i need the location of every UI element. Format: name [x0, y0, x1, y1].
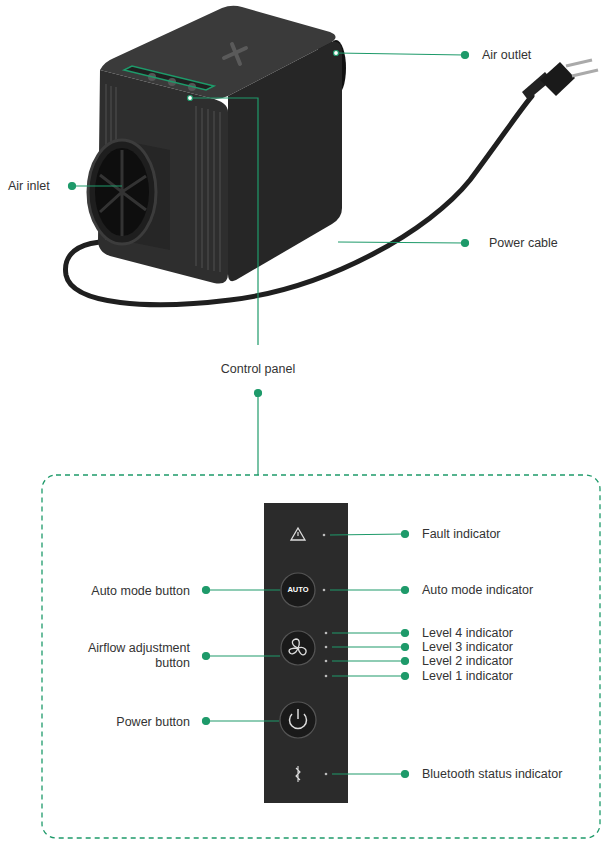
leader-dot	[203, 653, 210, 660]
callout-label: Level 1 indicator	[422, 669, 592, 684]
leader-dot	[402, 771, 409, 778]
panel-leaders	[203, 531, 409, 778]
leader-dot	[402, 673, 409, 680]
indicator-dot	[325, 646, 328, 649]
callout-frame	[42, 475, 600, 838]
leader-dot	[69, 183, 76, 190]
fault-symbol	[291, 528, 305, 540]
indicator-dot	[323, 589, 326, 592]
fin	[195, 106, 197, 266]
bluetooth-symbol	[296, 766, 300, 782]
leader-line	[330, 589, 405, 590]
leader-dot	[402, 658, 409, 665]
fin	[201, 108, 203, 268]
control-panel-strip	[264, 503, 348, 803]
callout-label: Bluetooth status indicator	[422, 767, 602, 782]
leader-line	[332, 773, 405, 774]
air-inlet	[88, 140, 156, 244]
leader-dot	[402, 587, 409, 594]
device-control-panel	[124, 66, 214, 90]
callout-label: Level 4 indicator	[422, 626, 592, 641]
leader-end	[334, 51, 339, 56]
plug-prong	[566, 60, 592, 66]
part-label: Power cable	[489, 236, 609, 251]
button-text: AUTO	[283, 585, 313, 595]
fan-symbol	[289, 639, 306, 655]
leader-dot	[402, 531, 409, 538]
fan-blade	[292, 639, 299, 648]
fin	[219, 112, 221, 272]
indicator-dot	[325, 773, 328, 776]
side-face	[228, 42, 342, 281]
callout-label: Fault indicator	[422, 527, 592, 542]
leader-line	[332, 632, 405, 633]
leader-line	[332, 660, 405, 661]
part-label: Control panel	[188, 362, 328, 377]
leader-dot	[203, 587, 210, 594]
plug-prong	[572, 70, 598, 76]
fin	[213, 111, 215, 271]
leader-dot	[462, 240, 469, 247]
logo	[224, 44, 246, 64]
fan-blade	[289, 648, 298, 654]
leader-dot	[203, 718, 210, 725]
indicator-dot	[323, 534, 326, 537]
leader-dot	[402, 644, 409, 651]
leader-line	[206, 720, 279, 721]
indicator-dot	[325, 675, 328, 678]
leader-line	[330, 534, 405, 535]
leader-line	[257, 393, 258, 475]
leader-dot	[462, 52, 469, 59]
power-symbol	[297, 709, 299, 719]
part-label: Air outlet	[482, 48, 602, 63]
leader-line	[206, 589, 280, 590]
indicator-dot	[325, 660, 328, 663]
fault-symbol	[297, 532, 298, 536]
leader-line	[190, 98, 258, 345]
power-button	[280, 702, 316, 738]
leader-dot	[255, 390, 262, 397]
leader-end	[188, 96, 193, 101]
airflow-button	[281, 631, 315, 665]
callout-label: Auto mode indicator	[422, 583, 592, 598]
callout-label: Power button	[50, 715, 190, 730]
fan-blade	[298, 647, 306, 654]
inlet-opening	[95, 148, 149, 236]
leader-line	[336, 53, 465, 55]
leader-line	[72, 185, 122, 186]
callout-label: Airflow adjustment button	[68, 641, 190, 671]
callout-label: Auto mode button	[50, 584, 190, 599]
plug-body	[540, 62, 575, 96]
auto-button	[281, 573, 315, 607]
leader-line	[338, 242, 465, 243]
callout-label: Level 3 indicator	[422, 640, 592, 655]
indicator-dot	[325, 632, 328, 635]
panel-highlight	[124, 66, 214, 90]
leader-line	[206, 655, 280, 656]
leader-dot	[402, 630, 409, 637]
plug	[522, 60, 598, 100]
part-label: Air inlet	[8, 179, 68, 194]
indicator-dots	[323, 534, 328, 776]
leaders	[69, 51, 469, 476]
inlet-grille	[100, 150, 146, 236]
callout-label: Level 2 indicator	[422, 654, 592, 669]
leader-line	[332, 675, 405, 676]
leader-line	[332, 646, 405, 647]
fin	[207, 109, 209, 270]
